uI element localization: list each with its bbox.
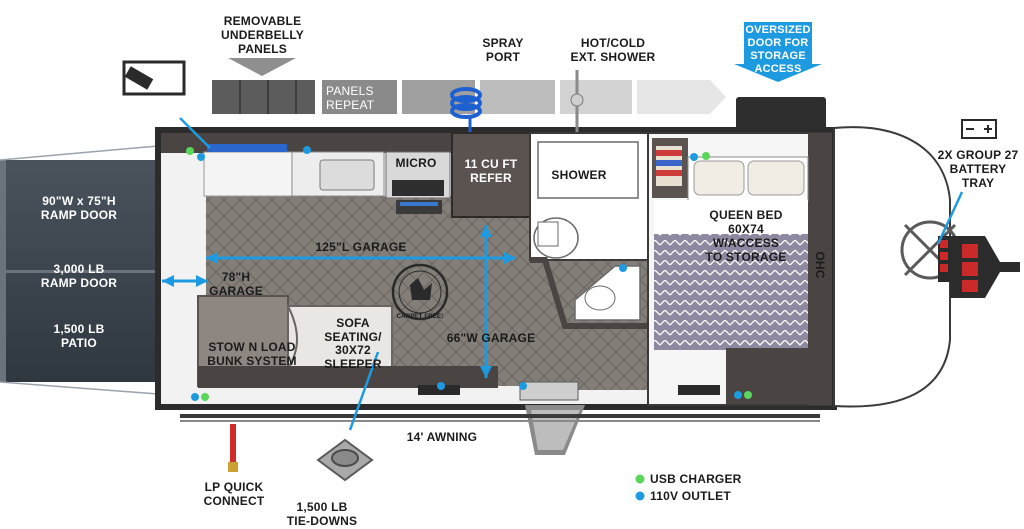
label-garage-width: 66"W GARAGE bbox=[446, 331, 536, 345]
label-queen-bed: QUEEN BED 60X74 W/ACCESS TO STORAGE bbox=[705, 208, 787, 264]
label-bunk: STOW N LOAD BUNK SYSTEM bbox=[207, 340, 297, 368]
oversized-door-arrow bbox=[734, 22, 822, 82]
label-battery-tray: 2X GROUP 27 BATTERY TRAY bbox=[937, 148, 1019, 190]
label-ramp-door-size: 90"W x 75"H RAMP DOOR bbox=[40, 194, 118, 222]
legend-usb-dot bbox=[635, 474, 645, 484]
carpet-free-icon bbox=[391, 263, 449, 321]
underbelly-arrow bbox=[228, 58, 296, 76]
label-carpet-free: CARPET FREE! bbox=[396, 314, 444, 320]
battery-trays bbox=[938, 236, 1020, 298]
spray-port-icon bbox=[450, 87, 482, 132]
tv-icon bbox=[122, 60, 186, 96]
label-spray-port: SPRAY PORT bbox=[482, 36, 524, 64]
battery-icon bbox=[961, 119, 997, 139]
ramp-door bbox=[0, 145, 159, 395]
label-refer: 11 CU FT REFER bbox=[464, 157, 518, 185]
legend-usb-label: USB CHARGER bbox=[650, 472, 742, 486]
label-sofa: SOFA SEATING/ 30X72 SLEEPER bbox=[324, 316, 382, 371]
label-hot-cold-shower: HOT/COLD EXT. SHOWER bbox=[570, 36, 656, 64]
underbelly-panels bbox=[212, 80, 726, 114]
label-micro: MICRO bbox=[395, 156, 437, 170]
label-ramp-door-rating: 3,000 LB RAMP DOOR bbox=[40, 262, 118, 290]
tie-down-icon bbox=[316, 438, 374, 482]
label-tie-downs: 1,500 LB TIE-DOWNS bbox=[286, 500, 358, 528]
label-patio: 1,500 LB PATIO bbox=[53, 322, 105, 350]
lp-hose-icon bbox=[228, 424, 238, 472]
label-shower: SHOWER bbox=[551, 168, 607, 182]
legend-outlet-dot bbox=[635, 491, 645, 501]
shower-head-icon bbox=[570, 70, 584, 132]
label-underbelly: REMOVABLE UNDERBELLY PANELS bbox=[221, 14, 304, 56]
label-oversized-door: OVERSIZED DOOR FOR STORAGE ACCESS bbox=[745, 24, 811, 75]
label-ohc: OHC bbox=[813, 251, 827, 279]
label-garage-height: 78"H GARAGE bbox=[209, 270, 263, 298]
label-awning: 14' AWNING bbox=[406, 430, 478, 444]
label-panels-repeat: PANELS REPEAT bbox=[326, 84, 375, 112]
label-garage-length: 125"L GARAGE bbox=[315, 240, 407, 254]
legend-outlet-label: 110V OUTLET bbox=[650, 489, 731, 503]
label-lp-quick-connect: LP QUICK CONNECT bbox=[203, 480, 265, 508]
